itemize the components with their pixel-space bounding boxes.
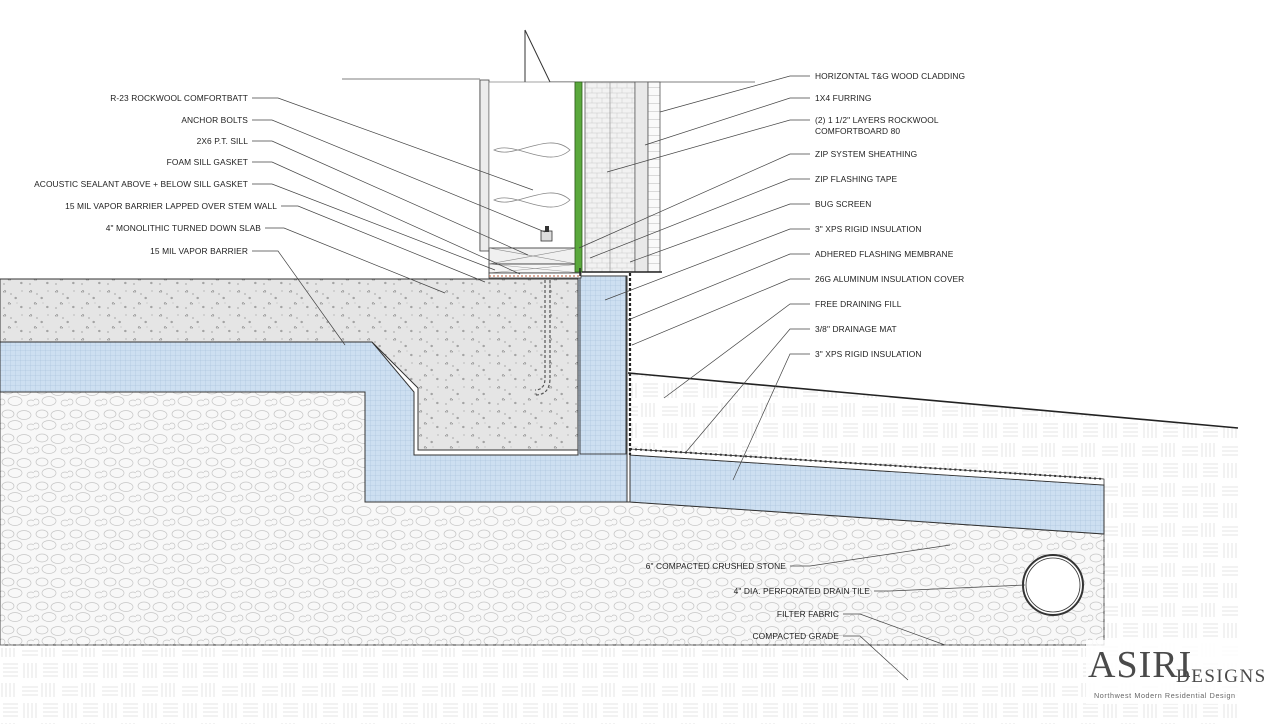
label-anchor-bolts: ANCHOR BOLTS [181,115,248,125]
label-vapor-barrier-lapped: 15 MIL VAPOR BARRIER LAPPED OVER STEM WA… [65,201,277,211]
label-foam-sill-gasket: FOAM SILL GASKET [167,157,248,167]
label-acoustic-sealant: ACOUSTIC SEALANT ABOVE + BELOW SILL GASK… [34,179,248,189]
label-furring: 1X4 FURRING [815,93,871,103]
wall-assembly [342,29,755,279]
label-compacted-grade: COMPACTED GRADE [753,631,840,641]
label-wood-cladding: HORIZONTAL T&G WOOD CLADDING [815,71,965,81]
label-comfortboard-line2: COMFORTBOARD 80 [815,126,900,136]
labels-bottom: 6" COMPACTED CRUSHED STONE 4" DIA. PERFO… [646,561,871,641]
monolithic-slab [0,240,579,451]
label-turned-down-slab: 4" MONOLITHIC TURNED DOWN SLAB [106,223,262,233]
label-zip-sheathing: ZIP SYSTEM SHEATHING [815,149,917,159]
label-comfortboard-line1: (2) 1 1/2" LAYERS ROCKWOOL [815,115,939,125]
labels-left: R-23 ROCKWOOL COMFORTBATT ANCHOR BOLTS 2… [34,93,277,256]
label-flashing-membrane: ADHERED FLASHING MEMBRANE [815,249,954,259]
brand-sub: DESIGNS [1176,666,1267,687]
vertical-xps [579,268,632,455]
label-rockwool-batt: R-23 ROCKWOOL COMFORTBATT [110,93,248,103]
perforated-drain-tile [1022,554,1084,616]
label-aluminum-cover: 26G ALUMINUM INSULATION COVER [815,274,964,284]
label-crushed-stone: 6" COMPACTED CRUSHED STONE [646,561,787,571]
label-free-draining-fill: FREE DRAINING FILL [815,299,902,309]
labels-right: HORIZONTAL T&G WOOD CLADDING 1X4 FURRING… [815,71,965,359]
label-zip-tape: ZIP FLASHING TAPE [815,174,898,184]
label-filter-fabric: FILTER FABRIC [777,609,839,619]
native-soil [0,372,1239,724]
brand-main: ASIRI [1088,644,1192,686]
label-bug-screen: BUG SCREEN [815,199,871,209]
label-drainage-mat: 3/8" DRAINAGE MAT [815,324,897,334]
label-xps-sloped: 3" XPS RIGID INSULATION [815,349,922,359]
label-vapor-barrier: 15 MIL VAPOR BARRIER [150,246,248,256]
label-pt-sill: 2X6 P.T. SILL [197,136,249,146]
label-drain-tile: 4" DIA. PERFORATED DRAIN TILE [734,586,871,596]
leader-lines [252,75,1026,681]
brand-logo: ASIRI DESIGNS Northwest Modern Residenti… [1086,640,1267,704]
label-xps-vertical: 3" XPS RIGID INSULATION [815,224,922,234]
brand-tagline: Northwest Modern Residential Design [1094,691,1236,700]
